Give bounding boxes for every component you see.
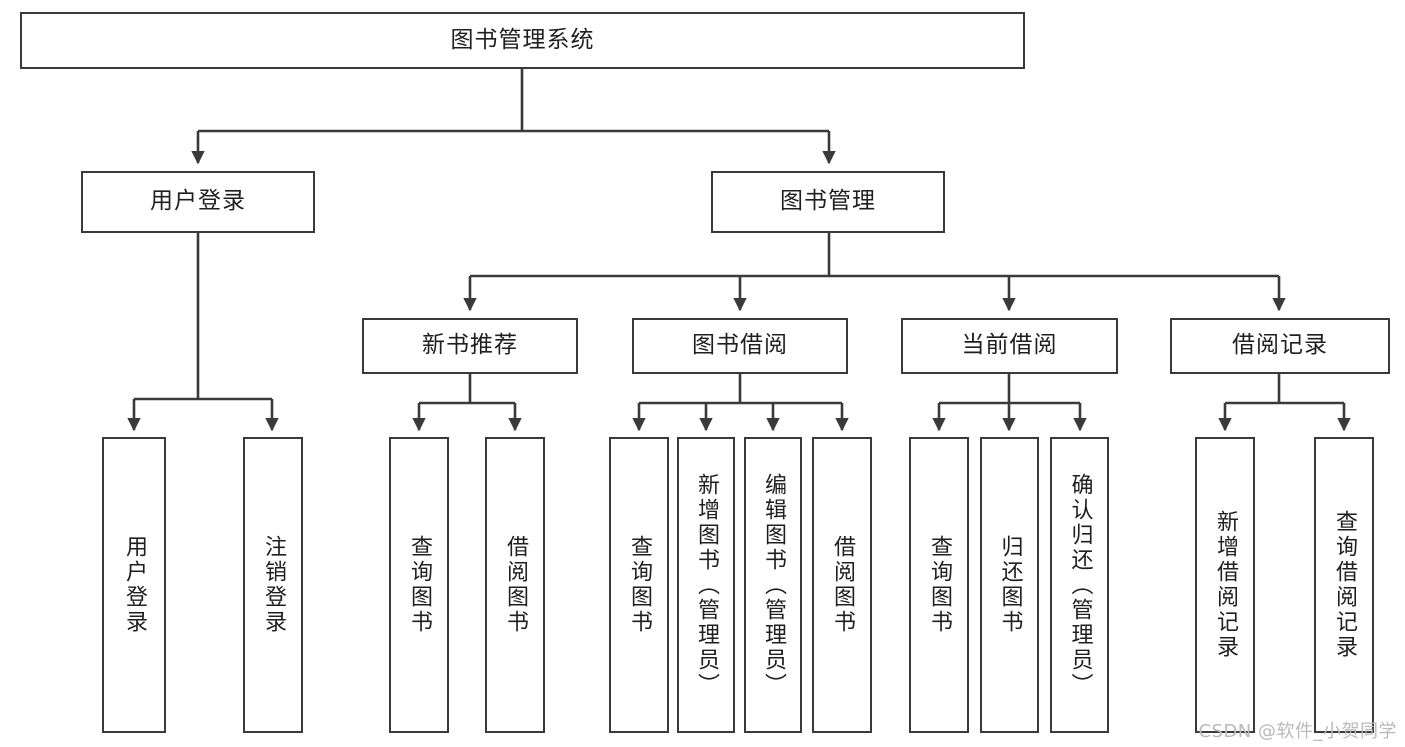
- node-leaf-query-borrow-record[interactable]: 查询借阅记录: [1314, 437, 1374, 733]
- node-label: 编辑图书（管理员）: [760, 472, 786, 698]
- node-label: 图书管理系统: [450, 26, 595, 53]
- node-leaf-user-login[interactable]: 用户登录: [102, 437, 166, 733]
- node-user-login[interactable]: 用户登录: [81, 171, 315, 233]
- node-label: 查询借阅记录: [1331, 510, 1357, 660]
- node-leaf-logout-login[interactable]: 注销登录: [243, 437, 303, 733]
- node-label: 借阅图书: [502, 535, 528, 635]
- node-leaf-add-book-admin[interactable]: 新增图书（管理员）: [677, 437, 735, 733]
- node-leaf-borrow-book-1[interactable]: 借阅图书: [485, 437, 545, 733]
- node-label: 用户登录: [121, 535, 147, 635]
- node-leaf-query-book-3[interactable]: 查询图书: [909, 437, 969, 733]
- node-leaf-borrow-book-2[interactable]: 借阅图书: [812, 437, 872, 733]
- node-leaf-confirm-return-admin[interactable]: 确认归还（管理员）: [1050, 437, 1109, 733]
- node-book-management-system[interactable]: 图书管理系统: [20, 12, 1025, 69]
- node-label: 注销登录: [260, 535, 286, 635]
- node-label: 借阅图书: [829, 535, 855, 635]
- node-leaf-query-book-2[interactable]: 查询图书: [609, 437, 669, 733]
- node-book-borrow[interactable]: 图书借阅: [632, 318, 848, 374]
- node-borrow-record[interactable]: 借阅记录: [1170, 318, 1390, 374]
- node-label: 确认归还（管理员）: [1067, 472, 1093, 698]
- node-label: 归还图书: [997, 535, 1023, 635]
- node-leaf-query-book-1[interactable]: 查询图书: [389, 437, 449, 733]
- node-label: 查询图书: [626, 535, 652, 635]
- node-label: 查询图书: [926, 535, 952, 635]
- node-label: 新增借阅记录: [1212, 510, 1238, 660]
- node-label: 图书借阅: [692, 332, 788, 359]
- node-label: 当前借阅: [961, 332, 1058, 359]
- node-leaf-add-borrow-record[interactable]: 新增借阅记录: [1195, 437, 1255, 733]
- node-current-borrow[interactable]: 当前借阅: [901, 318, 1118, 374]
- node-book-management[interactable]: 图书管理: [711, 171, 945, 233]
- node-leaf-return-book[interactable]: 归还图书: [980, 437, 1039, 733]
- node-label: 查询图书: [406, 535, 432, 635]
- node-new-book-recommend[interactable]: 新书推荐: [362, 318, 578, 374]
- node-label: 图书管理: [780, 188, 876, 215]
- node-label: 借阅记录: [1232, 332, 1328, 359]
- node-label: 新书推荐: [422, 332, 518, 359]
- node-label: 用户登录: [150, 188, 246, 215]
- node-leaf-edit-book-admin[interactable]: 编辑图书（管理员）: [744, 437, 802, 733]
- node-label: 新增图书（管理员）: [693, 472, 719, 698]
